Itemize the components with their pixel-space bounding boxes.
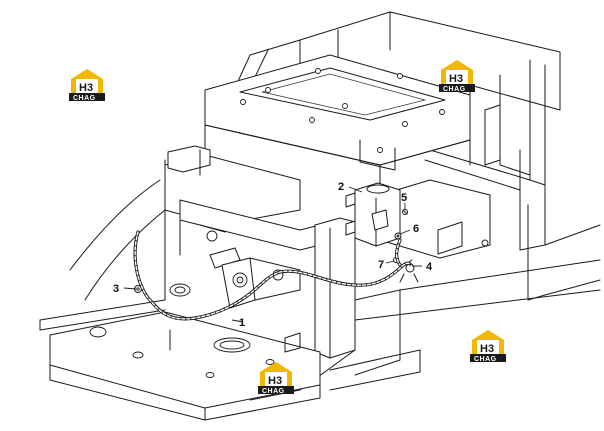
svg-text:H3: H3 — [268, 375, 282, 387]
callout-3: 3 — [113, 283, 119, 295]
svg-text:H3: H3 — [449, 73, 463, 85]
svg-text:CHAG: CHAG — [73, 95, 96, 102]
callout-4: 4 — [426, 261, 433, 273]
callout-1: 1 — [239, 317, 245, 329]
watermark-logo: H3 CHAG — [470, 330, 506, 363]
central-frame-body — [164, 145, 601, 401]
svg-text:H3: H3 — [79, 82, 93, 94]
svg-text:CHAG: CHAG — [474, 356, 497, 363]
part-5-screw — [402, 209, 408, 215]
watermark-logo: H3 CHAG — [69, 69, 105, 102]
svg-text:H3: H3 — [480, 343, 494, 355]
watermark-logo: H3 CHAG — [439, 60, 475, 93]
callout-6: 6 — [413, 223, 419, 235]
part-1-cable-harness — [133, 230, 412, 321]
svg-text:CHAG: CHAG — [262, 388, 285, 395]
watermark-logo: H3 CHAG — [258, 362, 294, 395]
callout-labels: 1 2 3 4 5 6 7 — [113, 181, 433, 329]
part-6-connector — [394, 232, 402, 240]
part-2-control-module — [345, 182, 401, 247]
callout-leaders — [123, 186, 422, 323]
callout-7: 7 — [378, 259, 384, 271]
upper-cover-plate — [204, 54, 471, 196]
svg-text:CHAG: CHAG — [443, 86, 466, 93]
callout-2: 2 — [338, 181, 344, 193]
lower-left-frame — [39, 179, 321, 421]
callout-5: 5 — [401, 192, 407, 204]
